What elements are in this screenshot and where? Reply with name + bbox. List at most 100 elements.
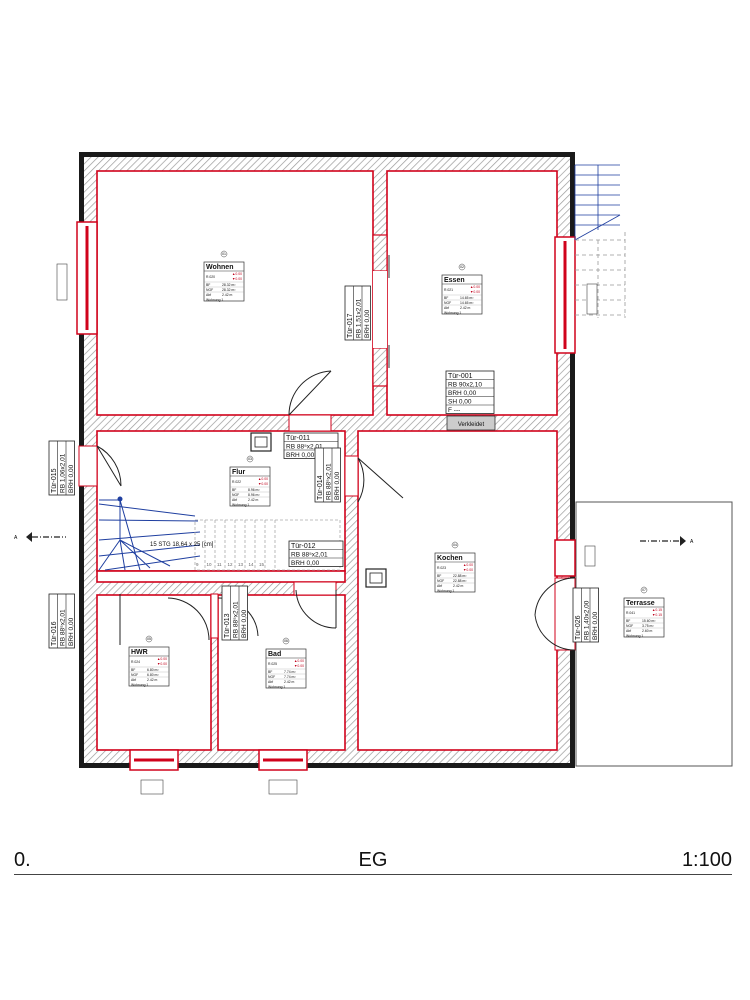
stair-step-number: 15 (259, 562, 265, 567)
door-value: RB 88⁵x2,01 (286, 444, 323, 451)
exterior-stair-dashed (575, 232, 626, 318)
room-metric-key: NGF (444, 301, 451, 305)
stair-step-number: 9 (196, 562, 199, 567)
door-value: RB 88⁵x2,01 (60, 609, 67, 646)
door-value: BRH 0,00 (286, 452, 315, 459)
room-usage: Wohnung 1 (232, 503, 249, 507)
door-value: BRH 0,00 (448, 390, 477, 397)
door-title: Tür-013 (224, 613, 231, 638)
room-metric-key: NGF (437, 579, 444, 583)
room-code: R.021 (444, 288, 453, 292)
room-level-top: ▲0.00 (157, 657, 167, 661)
door-value: RB 88⁵x2,01 (326, 463, 333, 500)
door-value: RB 1,40x2,00 (584, 600, 591, 640)
room-level-top: ▲0.00 (294, 659, 304, 663)
room-name: Bad (268, 651, 281, 658)
room-level-bottom: ▼0.00 (157, 662, 167, 666)
window-tags (56, 263, 598, 795)
room-metric-value: 2.42 m (222, 293, 233, 297)
room-metric-value: 8.96 m² (248, 488, 260, 492)
door-title: Tür-012 (291, 543, 316, 550)
room-metric-value: 2.42 m (248, 498, 259, 502)
room-metric-value: 7.74 m² (284, 670, 296, 674)
room-metric-value: 2.42 m (453, 584, 464, 588)
room-name: Terrasse (626, 600, 655, 607)
room-metric-value: 22.88 m² (453, 574, 467, 578)
sliding-door-017 (372, 234, 390, 387)
room-metric-key: NGF (626, 624, 633, 628)
svg-text:A: A (14, 535, 18, 541)
door-title: Tür-014 (317, 475, 324, 500)
room-metric-value: 15.60 m² (642, 619, 656, 623)
verkleidet-label: Verkleidet (458, 422, 485, 428)
room-number: 01 (222, 252, 226, 256)
room-code: R.025 (268, 662, 277, 666)
room-metric-value: 6.80 m² (147, 673, 159, 677)
room-name: Wohnen (206, 264, 233, 271)
verkleidet-box (446, 415, 496, 431)
room-level-bottom: ▼0.00 (258, 482, 268, 486)
svg-text:A: A (690, 539, 694, 545)
room-number: 02 (460, 265, 464, 269)
room-metric-value: 22.88 m² (453, 579, 467, 583)
floor-name: EG (358, 849, 388, 871)
sheet-footer: 0. EG 1:100 (14, 848, 732, 875)
room-level-top: ▲0.00 (258, 477, 268, 481)
room-level-top: ▲0.00 (470, 285, 480, 289)
room-usage: Wohnung 1 (268, 685, 285, 689)
door-title: Tür-001 (448, 373, 473, 380)
room-name: Flur (232, 469, 245, 476)
room-level-bottom: ▼0.00 (232, 277, 242, 281)
room-metric-key: NGF (268, 675, 275, 679)
room-metric-key: Abf (444, 306, 449, 310)
room-name: Essen (444, 277, 465, 284)
chimney (250, 432, 387, 588)
room-usage: Wohnung 1 (131, 683, 148, 687)
windows (76, 221, 576, 771)
room-usage: Wohnung 1 (206, 298, 223, 302)
room-level-bottom: ▼0.00 (470, 290, 480, 294)
room-code: R.041 (626, 611, 635, 615)
section-marker-right: A (640, 536, 694, 546)
door-title: Tür-011 (286, 435, 310, 442)
room-level-bottom: ▼0.00 (294, 664, 304, 668)
door-value: BRH 0,00 (291, 560, 320, 567)
room-metric-value: 3.75 m² (642, 624, 654, 628)
room-metric-key: BF (626, 619, 630, 623)
room-metric-value: 6.80 m² (147, 668, 159, 672)
door-value: F --- (448, 407, 460, 414)
door-value: BRH 0,00 (68, 617, 75, 646)
room-metric-key: Abf (131, 678, 136, 682)
room-number: 04 (453, 543, 457, 547)
room-level-top: ▲0.15 (652, 608, 662, 612)
section-marker-left: A (14, 532, 66, 542)
room-metric-key: Abf (437, 584, 442, 588)
door-value: BRH 0,00 (334, 471, 341, 500)
room-metric-value: 8.96 m² (248, 493, 260, 497)
stair-step-number: 14 (249, 562, 255, 567)
door-value: BRH 0,00 (364, 309, 371, 338)
room-metric-value: 2.42 m (284, 680, 295, 684)
room-metric-key: Abf (268, 680, 273, 684)
room-code: R.023 (437, 566, 446, 570)
door-value: SH 0,00 (448, 399, 472, 406)
room-metric-key: BF (444, 296, 448, 300)
room-code: R.024 (131, 660, 140, 664)
stair-step-number: 12 (228, 562, 234, 567)
door-value: RB 1,06x2,01 (60, 453, 67, 493)
room-level-bottom: ▼0.15 (652, 613, 662, 617)
room-name: HWR (131, 649, 148, 656)
room-metric-value: 14.65 m² (460, 296, 474, 300)
room-usage: Wohnung 1 (437, 589, 454, 593)
room-metric-value: 2.42 m (460, 306, 471, 310)
